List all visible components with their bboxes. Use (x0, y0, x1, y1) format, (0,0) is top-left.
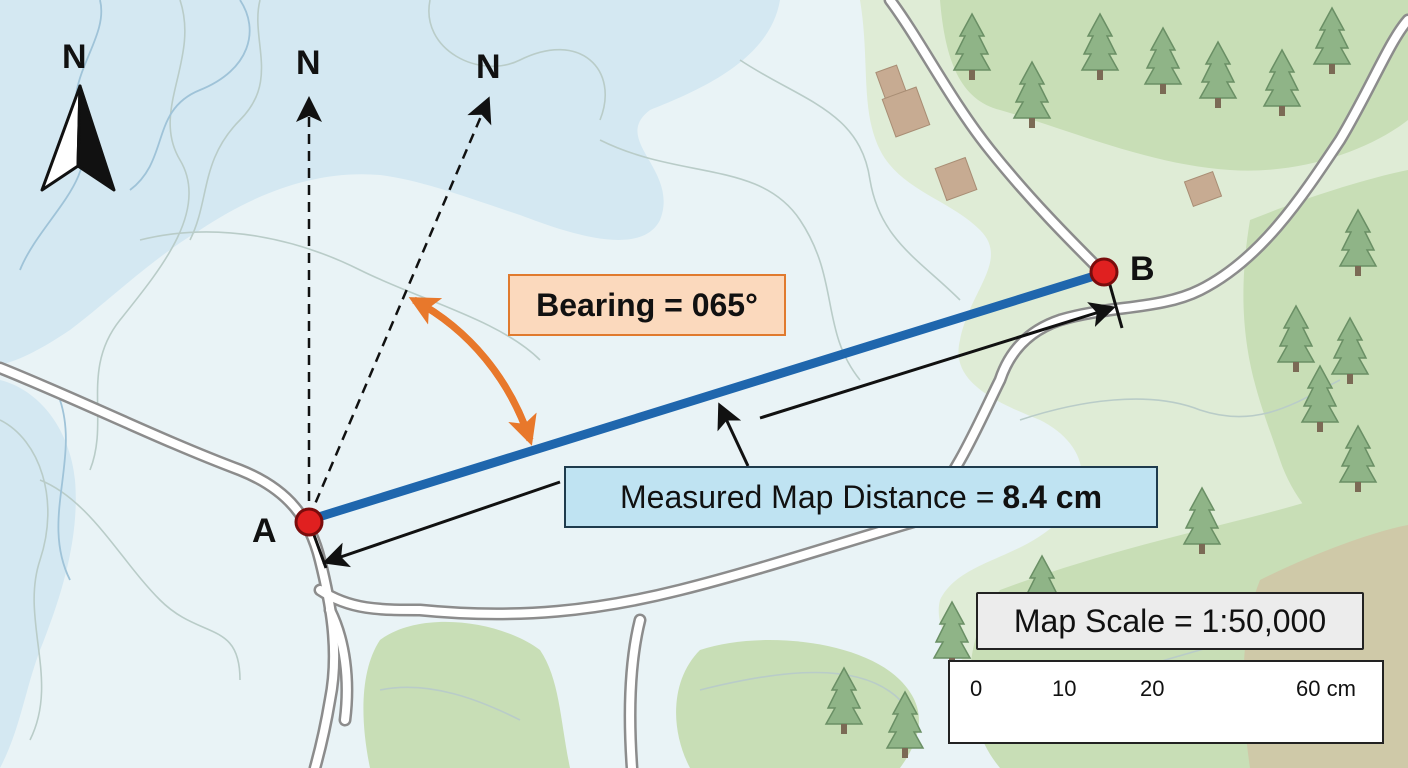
map-scale-callout: Map Scale = 1:50,000 (976, 592, 1364, 650)
building-icon (875, 64, 1223, 207)
distance-callout-pointer (717, 402, 750, 467)
bearing-arc-start (408, 296, 534, 442)
scale-bar-panel: 0 10 20 60 cm (948, 660, 1384, 744)
contour-lines (0, 0, 1341, 741)
bearing-text: Bearing = 065° (536, 286, 758, 323)
compass-north-label: N (62, 38, 87, 76)
water-area (0, 380, 76, 768)
scale-tick-label: 0 (970, 676, 983, 701)
point-a-label: A (252, 512, 277, 550)
distance-value: 8.4 cm (1002, 478, 1103, 515)
forest-area (363, 621, 570, 768)
map-scale-text: Map Scale = 1:50,000 (1013, 602, 1327, 639)
point-b-label: B (1130, 250, 1155, 288)
scale-tick-label: 10 (1052, 676, 1077, 701)
point-a-marker[interactable] (294, 507, 324, 537)
scale-tick-label: 20 (1140, 676, 1165, 701)
distance-callout: Measured Map Distance = 8.4 cm (564, 466, 1158, 528)
north-line-label: N (296, 44, 321, 82)
bearing-callout: Bearing = 065° (508, 274, 786, 336)
bearing-reference-line (307, 96, 492, 519)
scale-tick-label: 60 cm (1296, 676, 1356, 701)
distance-label: Measured Map Distance = (619, 478, 995, 515)
route-line (304, 268, 1109, 525)
distance-arrow-right (759, 302, 1116, 420)
forest-area (676, 640, 919, 768)
bearing-line-label: N (476, 48, 501, 86)
distance-extension-b (1106, 277, 1124, 329)
distance-arrow-left (322, 480, 561, 568)
forest-area (940, 0, 1408, 171)
point-b-marker[interactable] (1089, 257, 1119, 287)
north-arrow-icon (40, 84, 116, 192)
